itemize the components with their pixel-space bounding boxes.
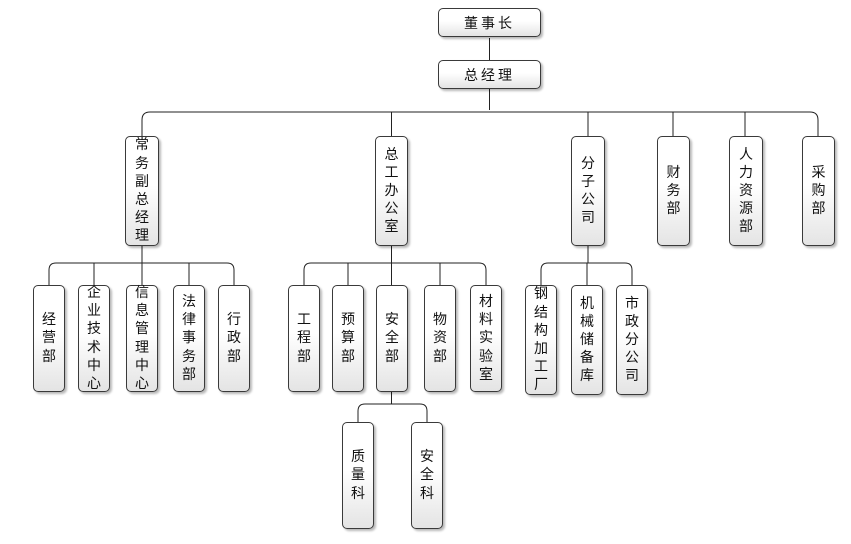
- node-deputy-general-manager: 常务副总经理: [125, 136, 159, 246]
- node-admin-dept: 行政部: [218, 285, 250, 392]
- node-finance-dept: 财务部: [657, 136, 690, 246]
- node-tech-center: 企业技术中心: [78, 285, 110, 392]
- node-purchasing-dept: 采购部: [802, 136, 835, 246]
- node-steel-plant: 钢结构加工厂: [525, 285, 557, 395]
- node-chief-engineer-office: 总工办公室: [375, 136, 408, 246]
- node-info-center: 信息管理中心: [126, 285, 158, 392]
- node-legal-dept: 法律事务部: [173, 285, 205, 392]
- node-business-dept: 经营部: [33, 285, 65, 392]
- node-engineering-dept: 工程部: [288, 285, 320, 392]
- node-chairman: 董事长: [438, 8, 541, 37]
- node-municipal-branch: 市政分公司: [616, 285, 648, 395]
- node-safety-dept: 安全部: [376, 285, 408, 392]
- node-hr-dept: 人力资源部: [729, 136, 763, 246]
- node-materials-lab: 材料实验室: [470, 285, 502, 392]
- node-budget-dept: 预算部: [332, 285, 364, 392]
- node-machinery-depot: 机械储备库: [571, 285, 603, 395]
- node-general-manager: 总经理: [438, 60, 541, 89]
- node-quality-section: 质量科: [342, 422, 374, 529]
- node-materials-dept: 物资部: [424, 285, 456, 392]
- node-subsidiaries: 分子公司: [571, 136, 605, 246]
- node-safety-section: 安全科: [411, 422, 443, 529]
